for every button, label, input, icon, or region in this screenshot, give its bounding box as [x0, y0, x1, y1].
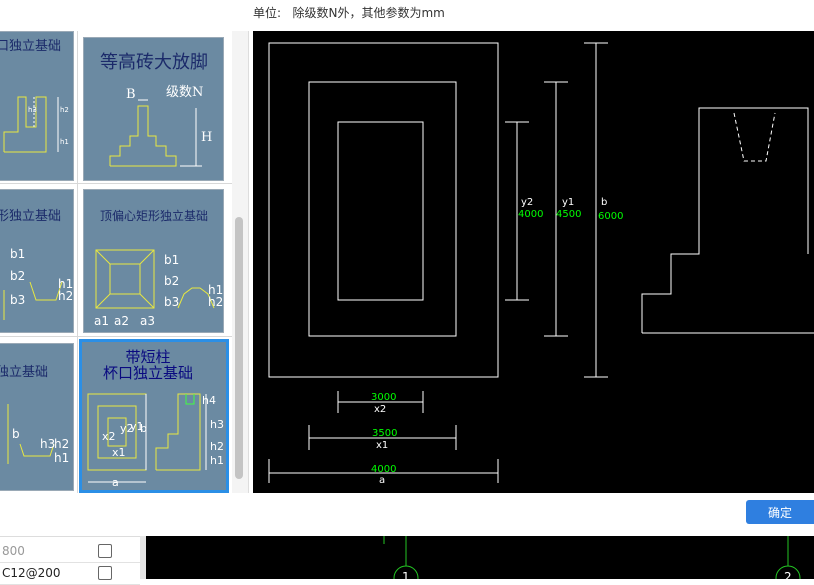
dim-label-x2: x2 [374, 404, 386, 415]
cup-hidden-line [733, 112, 776, 162]
cup-foundation-icon [3, 96, 59, 153]
foundation-type-list: 口独立基础 h2 h1 h3 等高砖大放脚 B 级数N H 形独立基础 [0, 31, 249, 493]
unit-note: 单位: 除级数N外，其他参数为mm [253, 6, 445, 20]
axis-label-1: 1 [402, 570, 410, 579]
dim-value-a: 4000 [371, 464, 396, 475]
dim-label-y1: y1 [562, 197, 574, 208]
svg-text:x1: x1 [112, 446, 126, 459]
axis-label-2: 2 [784, 570, 792, 579]
thumb-title: 形独立基础 [0, 209, 61, 224]
svg-text:y2: y2 [120, 422, 134, 435]
svg-text:a3: a3 [140, 314, 155, 328]
svg-text:h3: h3 [40, 437, 55, 451]
svg-text:h1: h1 [208, 283, 223, 297]
thumb-title: 独立基础 [0, 365, 48, 380]
dim-value-x1: 3500 [372, 428, 397, 439]
svg-text:h2: h2 [60, 106, 69, 114]
foundation-thumb-rect-partial[interactable]: 形独立基础 b1 b2 b3 h1 h2 [0, 189, 74, 333]
foundation-thumb-short-column-cup[interactable]: 带短柱 杯口独立基础 x2 y2 x1 y1 b a h4 h3 h2 [79, 339, 229, 493]
svg-text:h1: h1 [60, 138, 69, 146]
thumb-title: 顶偏心矩形独立基础 [100, 208, 208, 223]
property-table: 800 C12@200 [0, 536, 140, 585]
outer-rect [268, 42, 499, 378]
row-checkbox[interactable] [98, 566, 112, 580]
inner-rect [337, 121, 424, 301]
svg-text:b: b [12, 427, 20, 441]
row-checkbox[interactable] [98, 544, 112, 558]
svg-text:B: B [126, 87, 136, 102]
brick-footing-icon [109, 105, 177, 167]
svg-text:h1: h1 [58, 277, 73, 291]
svg-text:a1: a1 [94, 314, 109, 328]
svg-text:级数N: 级数N [166, 85, 203, 100]
row-value: 800 [2, 544, 25, 558]
svg-text:b2: b2 [164, 274, 179, 288]
svg-text:h2: h2 [58, 289, 73, 303]
grid-separator-v [77, 31, 78, 493]
foundation-thumb-cup-partial[interactable]: 口独立基础 h2 h1 h3 [0, 31, 74, 181]
dim-label-a: a [379, 475, 385, 486]
thumb-title-line1: 带短柱 [125, 348, 170, 366]
svg-text:h4: h4 [202, 394, 216, 407]
foundation-thumb-eccentric-rect[interactable]: 顶偏心矩形独立基础 b1 b2 b3 h1 h2 a1 a2 a3 [83, 189, 224, 333]
thumb-title: 等高砖大放脚 [100, 52, 208, 73]
svg-text:b1: b1 [164, 253, 179, 267]
foundation-thumb-partial-3[interactable]: 独立基础 b h3 h2 h1 [0, 343, 74, 491]
svg-text:H: H [201, 130, 212, 145]
svg-text:h2: h2 [54, 437, 69, 451]
rect-foundation-icon [3, 281, 63, 320]
dim-value-y1: 4500 [556, 209, 581, 220]
svg-text:x2: x2 [102, 430, 116, 443]
dim-value-b: 6000 [598, 211, 623, 222]
model-canvas[interactable]: 1 2 [146, 536, 814, 585]
svg-text:b3: b3 [10, 293, 25, 307]
dim-label-y2: y2 [521, 197, 533, 208]
svg-text:h1: h1 [210, 454, 224, 467]
svg-text:h2: h2 [210, 440, 224, 453]
svg-text:h1: h1 [54, 451, 69, 465]
middle-rect [308, 81, 457, 337]
foundation-thumb-brick-footing[interactable]: 等高砖大放脚 B 级数N H [83, 37, 224, 181]
svg-text:a2: a2 [114, 314, 129, 328]
grid-separator-h [0, 183, 232, 184]
dim-value-x2: 3000 [371, 392, 396, 403]
scrollbar-thumb[interactable] [235, 217, 243, 479]
svg-text:h3: h3 [28, 106, 37, 114]
stepped-foundation-icon [7, 404, 55, 464]
row-value: C12@200 [2, 566, 61, 580]
thumb-title-line2: 杯口独立基础 [103, 364, 193, 382]
table-row[interactable]: C12@200 [0, 563, 140, 585]
svg-text:a: a [112, 476, 119, 489]
dim-label-x1: x1 [376, 440, 388, 451]
splitter[interactable] [140, 536, 146, 579]
table-row[interactable]: 800 [0, 541, 140, 563]
svg-text:h3: h3 [210, 418, 224, 431]
dim-label-b: b [601, 197, 607, 208]
background-app: 800 C12@200 1 2 [0, 536, 814, 585]
svg-text:b: b [140, 422, 147, 435]
foundation-drawing: y2 4000 y1 4500 b 6000 3000 x2 3500 x1 4… [253, 31, 814, 493]
svg-text:y1: y1 [130, 420, 144, 433]
svg-text:b3: b3 [164, 295, 179, 309]
section-outline [641, 107, 809, 333]
grid-separator-h [0, 336, 232, 337]
dim-value-y2: 4000 [518, 209, 543, 220]
thumb-title: 口独立基础 [0, 39, 61, 54]
svg-text:h2: h2 [208, 295, 223, 309]
svg-text:b1: b1 [10, 247, 25, 261]
confirm-button[interactable]: 确定 [746, 500, 814, 524]
svg-text:b2: b2 [10, 269, 25, 283]
eccentric-foundation-icon [95, 249, 215, 309]
